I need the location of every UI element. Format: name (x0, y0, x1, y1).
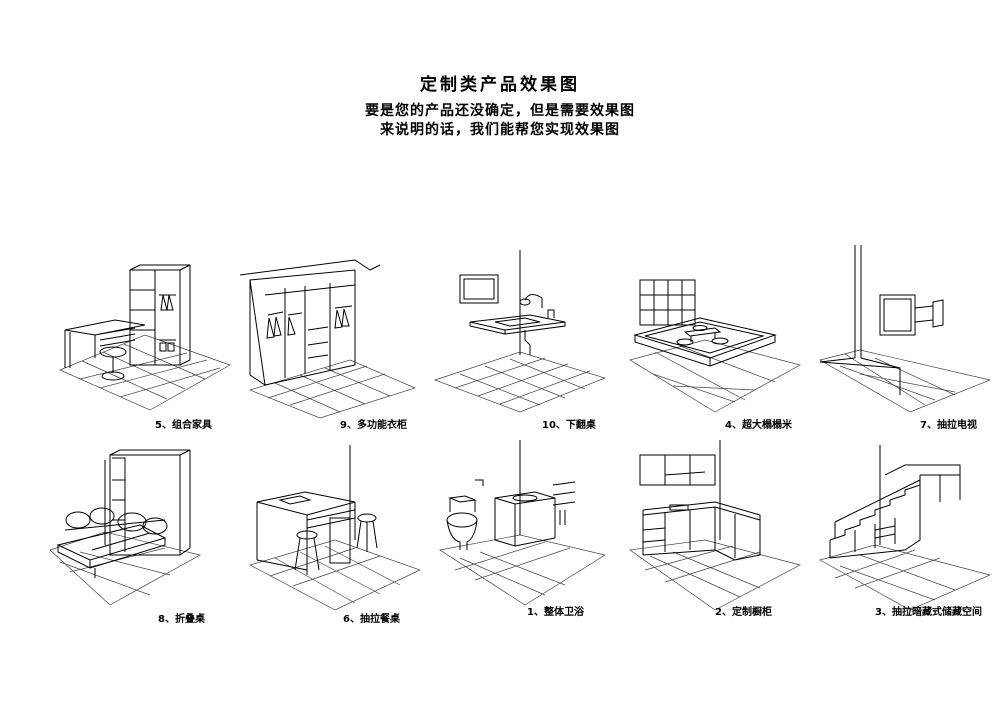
tatami-illustration (629, 279, 801, 413)
item-label: 9、多功能衣柜 (340, 420, 407, 431)
item-label: 5、组合家具 (155, 420, 212, 431)
item-stair-storage: 3、抽拉暗藏式储藏空间 (815, 440, 995, 620)
item-kitchen-cabinet: 2、定制橱柜 (625, 440, 805, 620)
item-label: 1、整体卫浴 (527, 607, 584, 618)
fold-down-desk-illustration (433, 250, 607, 413)
item-pull-out-tv: 7、抽拉电视 (815, 240, 995, 431)
item-label: 3、抽拉暗藏式储藏空间 (875, 607, 982, 618)
item-fold-down-desk: 10、下翻桌 (430, 240, 610, 431)
item-pull-out-dining-table: 6、抽拉餐桌 (245, 440, 425, 625)
item-wardrobe: 9、多功能衣柜 (240, 240, 420, 431)
pull-out-dining-table-illustration (249, 445, 421, 611)
item-label: 10、下翻桌 (542, 420, 596, 431)
item-label: 7、抽拉电视 (920, 420, 977, 431)
item-label: 6、抽拉餐桌 (343, 614, 400, 625)
wardrobe-illustration (240, 259, 417, 419)
pull-out-tv-illustration (819, 245, 992, 413)
kitchen-cabinet-illustration (629, 440, 801, 611)
combo-furniture-illustration (59, 264, 231, 411)
item-bathroom: 1、整体卫浴 (435, 440, 615, 620)
item-label: 4、超大榻榻米 (725, 420, 792, 431)
subtitle-line-2: 来说明的话，我们能帮您实现效果图 (380, 122, 620, 138)
stair-storage-illustration (819, 445, 992, 611)
page-title: 定制类产品效果图 (420, 75, 580, 95)
item-tatami: 4、超大榻榻米 (625, 240, 805, 431)
folding-bed-illustration (50, 449, 201, 606)
item-label: 2、定制橱柜 (715, 607, 772, 618)
page-subtitle: 要是您的产品还没确定，但是需要效果图 来说明的话，我们能帮您实现效果图 (0, 102, 1000, 140)
bathroom-illustration (439, 440, 606, 606)
item-combo-furniture: 5、组合家具 (55, 240, 235, 431)
subtitle-line-1: 要是您的产品还没确定，但是需要效果图 (365, 103, 635, 119)
item-folding-bed: 8、折叠桌 (50, 440, 230, 625)
item-label: 8、折叠桌 (158, 614, 205, 625)
